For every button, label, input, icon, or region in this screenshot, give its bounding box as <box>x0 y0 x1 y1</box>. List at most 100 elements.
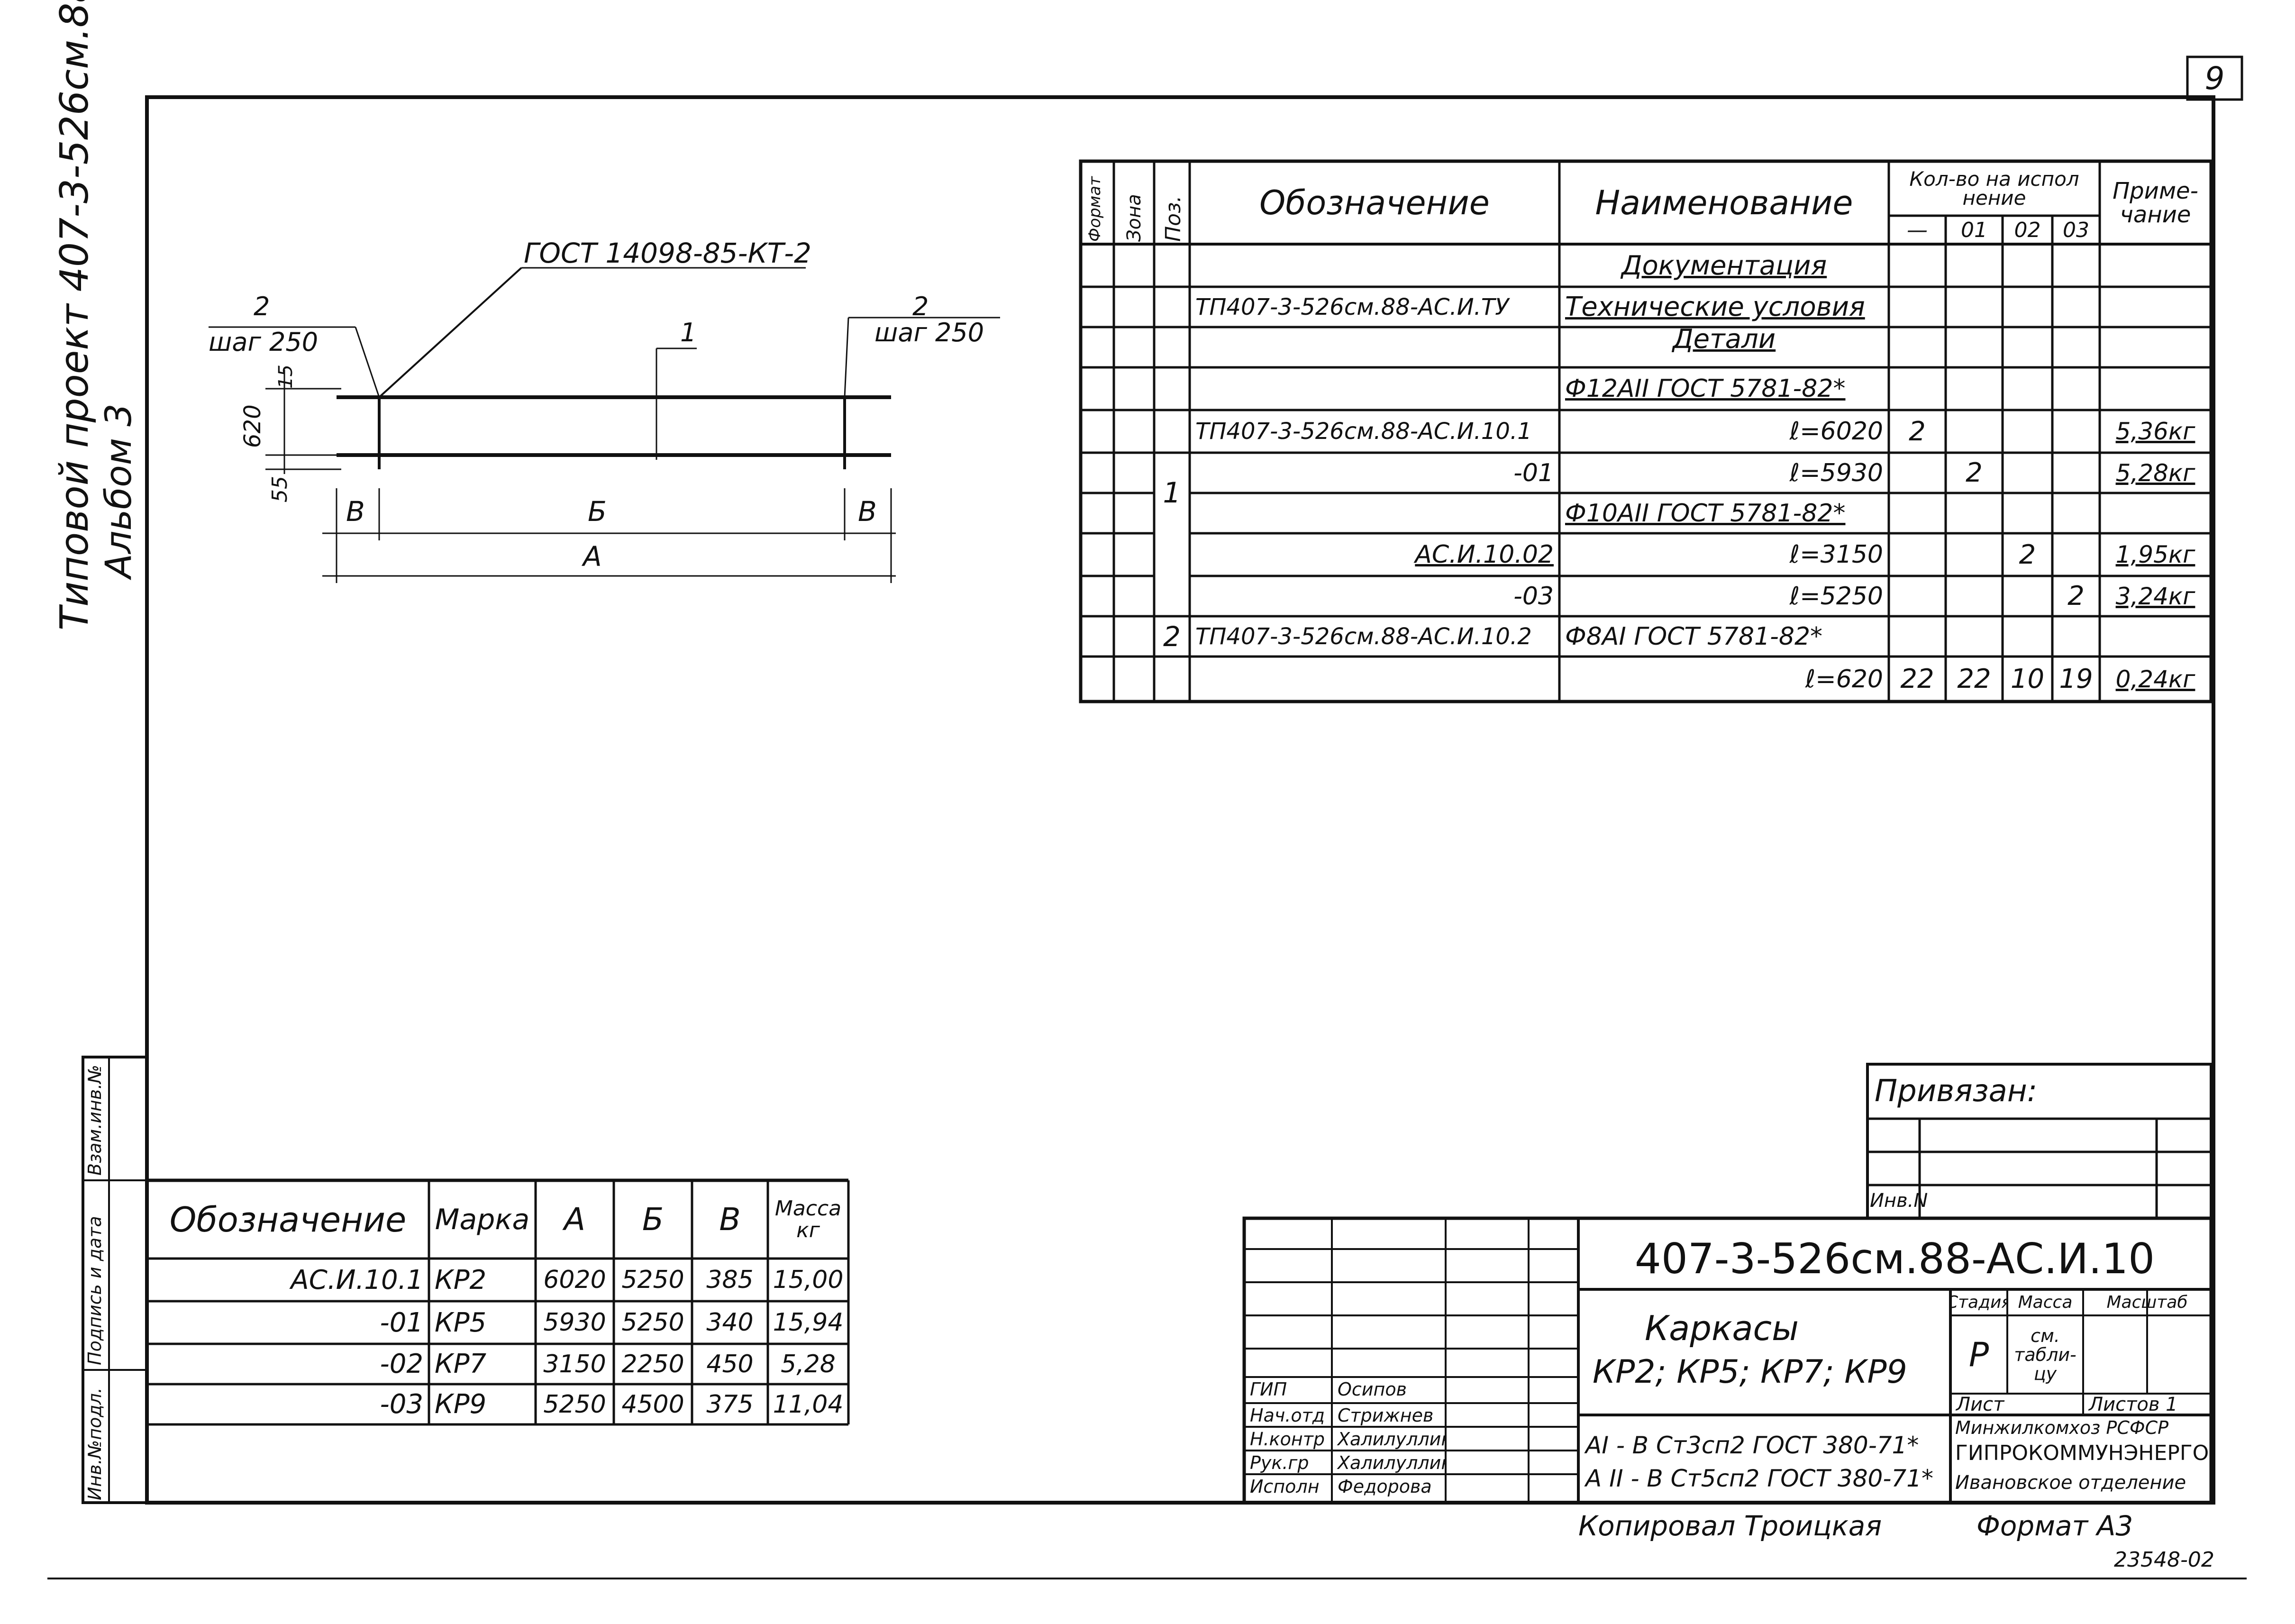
spec-row-k2: 2 <box>2019 539 2036 570</box>
variant-cell: -02 <box>380 1349 423 1379</box>
spec-row-prim: 5,28кг <box>2115 459 2195 487</box>
inv-n-label: Инв.N <box>1870 1190 1928 1212</box>
spec-h-format: Формат <box>1085 176 1104 242</box>
variant-cell: 15,94 <box>773 1308 844 1337</box>
variant-cell: 5,28 <box>781 1350 836 1378</box>
signatory-name: Осипов <box>1338 1379 1407 1400</box>
dim-620: 620 <box>239 404 266 448</box>
spec-row-naim: Документация <box>1621 250 1827 281</box>
dim-a: А <box>583 540 602 573</box>
signatory-role: Рук.гр <box>1250 1452 1309 1473</box>
org-line2: ГИПРОКОММУНЭНЕРГО <box>1955 1441 2209 1465</box>
variant-cell: 5250 <box>621 1266 684 1294</box>
massa-header: Масса <box>2018 1293 2073 1312</box>
spec-h-oboznachenie: Обозначение <box>1259 183 1490 222</box>
variant-cell: КР5 <box>435 1307 487 1338</box>
gost-label: ГОСТ 14098-85-КТ-2 <box>524 237 811 269</box>
org-line1: Минжилкомхоз РСФСР <box>1955 1417 2169 1438</box>
dim-55: 55 <box>268 476 292 502</box>
spec-row-naim: ℓ=5930 <box>1789 458 1883 487</box>
spec-h-zona: Зона <box>1123 194 1145 242</box>
variant-cell: -03 <box>380 1389 423 1420</box>
variant-cell: 11,04 <box>773 1390 844 1419</box>
spec-h-k02: 02 <box>2014 218 2041 242</box>
page-number: 9 <box>2204 60 2225 97</box>
spec-h-primechanie: Приме- чание <box>2113 177 2198 228</box>
masshtab-header: Масштаб <box>2106 1293 2188 1312</box>
kopiroval-label: Копировал Троицкая <box>1578 1510 1882 1542</box>
variant-cell: КР7 <box>435 1349 487 1379</box>
spec-row-obozn: ТП407-3-526см.88-АС.И.10.2 <box>1195 623 1532 650</box>
signatory-role: Н.контр <box>1250 1429 1325 1450</box>
spec-row-poz: 1 <box>1163 476 1181 510</box>
var-h-massa: Масса кг <box>774 1196 842 1242</box>
spec-row-naim: ℓ=6020 <box>1789 417 1883 446</box>
massa-value: см. табли- цу <box>2014 1325 2076 1384</box>
format-label: Формат А3 <box>1976 1510 2133 1542</box>
project-label: Типовой проект 407-3-526см.88 <box>52 0 97 630</box>
spec-h-k-dash: — <box>1907 218 1928 242</box>
variant-cell: 375 <box>706 1390 754 1419</box>
album-label: Альбом 3 <box>97 403 139 578</box>
spec-row-naim: Детали <box>1672 323 1776 355</box>
spec-row-prim: 3,24кг <box>2115 582 2195 610</box>
spec-h-naimenovanie: Наименование <box>1595 183 1853 222</box>
variant-cell: 340 <box>706 1308 754 1337</box>
page-number-box <box>2186 55 2243 101</box>
left-step: шаг 250 <box>209 327 319 357</box>
variant-cell: 6020 <box>543 1266 606 1294</box>
spec-h-poz: Поз. <box>1161 195 1185 242</box>
stamp-podpis: Подпись и дата <box>84 1216 105 1365</box>
spec-row-obozn: -03 <box>1513 582 1554 611</box>
spec-row-k3: 19 <box>2059 664 2093 694</box>
signatory-name: Стрижнев <box>1338 1405 1434 1426</box>
signatory-role: ГИП <box>1250 1379 1287 1400</box>
material-line1: АI - В Ст3сп2 ГОСТ 380-71* <box>1585 1432 1919 1459</box>
signatory-role: Нач.отд <box>1250 1405 1325 1426</box>
spec-row-obozn: -01 <box>1513 458 1554 487</box>
var-h-marka: Марка <box>435 1203 530 1236</box>
material-line2: А II - В Ст5сп2 ГОСТ 380-71* <box>1585 1465 1934 1492</box>
variant-cell: 5250 <box>543 1390 606 1419</box>
signatory-name: Федорова <box>1338 1476 1432 1497</box>
org-line3: Ивановское отделение <box>1955 1472 2186 1494</box>
spec-row-k3: 2 <box>2067 581 2085 611</box>
variant-cell: 3150 <box>543 1350 606 1378</box>
variant-cell: 2250 <box>621 1350 684 1378</box>
signatory-name: Халилуллин <box>1338 1429 1446 1450</box>
right-step: шаг 250 <box>874 318 984 347</box>
spec-row-k1: 22 <box>1957 664 1991 694</box>
spec-row-prim: 5,36кг <box>2115 418 2195 445</box>
stamp-vzam: Взам.инв.№ <box>84 1065 105 1176</box>
spec-row-naim: Ф8АI ГОСТ 5781-82* <box>1565 622 1823 651</box>
spec-row-naim: ℓ=5250 <box>1789 582 1883 611</box>
archive-number: 23548-02 <box>2114 1548 2214 1572</box>
spec-row-prim: 1,95кг <box>2115 541 2195 568</box>
spec-h-k03: 03 <box>2063 218 2089 242</box>
dim-15: 15 <box>275 365 297 389</box>
signatory-name: Халилуллин <box>1338 1452 1446 1473</box>
spec-row-naim: ℓ=620 <box>1805 665 1883 693</box>
variant-cell: 5250 <box>621 1308 684 1337</box>
spec-row-k1: 2 <box>1966 457 1983 488</box>
document-code: 407-3-526см.88-АС.И.10 <box>1634 1234 2155 1283</box>
stamp-inv-podl: Инв.№подл. <box>84 1387 105 1500</box>
list-label: Лист <box>1956 1394 2004 1415</box>
spec-row-k2: 10 <box>2010 664 2045 694</box>
title-name-line2: КР2; КР5; КР7; КР9 <box>1593 1353 1907 1391</box>
right-mark: 2 <box>912 292 929 321</box>
spec-row-naim: Технические условия <box>1565 292 1865 322</box>
var-h-v: В <box>719 1201 741 1238</box>
spec-row-naim: ℓ=3150 <box>1789 540 1883 569</box>
signatory-role: Исполн <box>1250 1476 1320 1497</box>
pos-1-label: 1 <box>680 318 697 347</box>
var-h-a: А <box>564 1201 586 1238</box>
dim-v-left: В <box>346 495 365 528</box>
variant-cell: 4500 <box>621 1390 684 1419</box>
variant-cell: КР2 <box>435 1264 487 1296</box>
spec-row-k0: 22 <box>1900 664 1934 694</box>
spec-row-naim: Ф12АII ГОСТ 5781-82* <box>1565 374 1846 403</box>
variant-cell: -01 <box>380 1307 423 1338</box>
left-mark: 2 <box>254 292 270 321</box>
